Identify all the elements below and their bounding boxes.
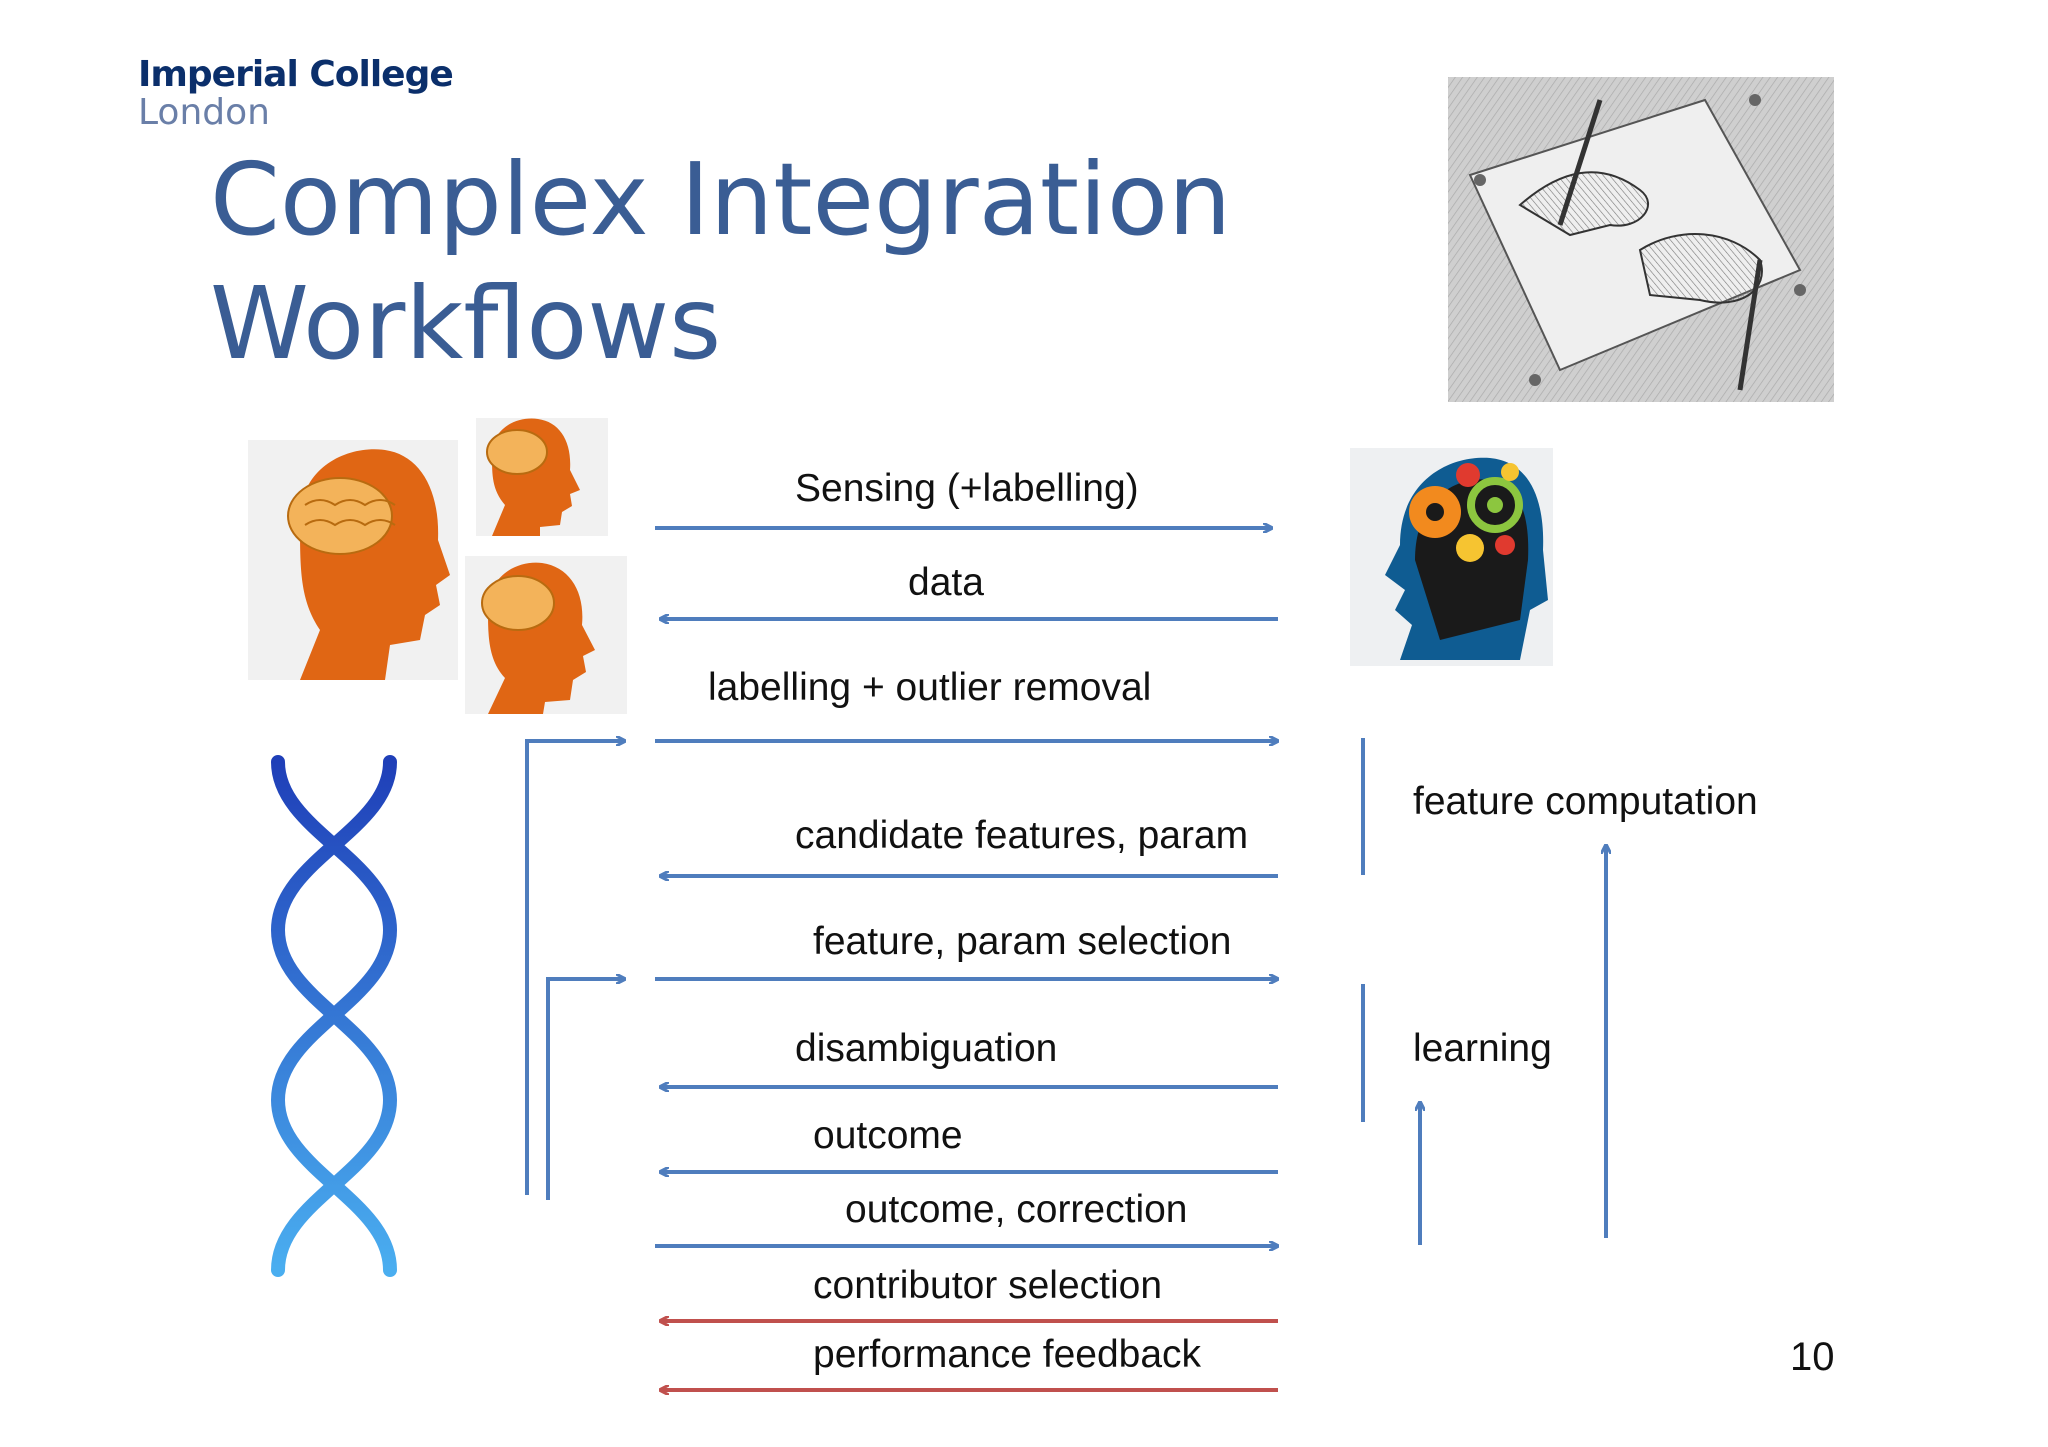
feedback-path-outer [525,741,625,1195]
human-head-brain-icon [465,556,627,714]
logo-line-1: Imperial College [138,54,454,95]
title-line-1: Complex Integration [210,141,1232,258]
label-disambiguation: disambiguation [795,1027,1058,1070]
label-learning: learning [1413,1027,1552,1070]
label-performance-feedback: performance feedback [813,1333,1202,1376]
imperial-logo: Imperial College London [138,54,454,133]
label-feature-computation: feature computation [1413,780,1758,823]
label-sensing: Sensing (+labelling) [795,467,1139,510]
page-number: 10 [1790,1335,1835,1379]
label-labelling-outlier: labelling + outlier removal [708,666,1152,709]
title-line-2: Workflows [210,265,722,382]
feedback-path-inner [546,979,625,1200]
label-outcome-correction: outcome, correction [845,1188,1188,1231]
label-feature-selection: feature, param selection [813,920,1232,963]
human-head-brain-icon [476,418,608,536]
label-outcome: outcome [813,1114,963,1157]
logo-line-2: London [138,92,270,133]
slide-title: Complex Integration Workflows [210,138,1231,386]
human-head-brain-icon [248,440,458,680]
label-candidate-features: candidate features, param [795,814,1249,857]
label-contributor-selection: contributor selection [813,1264,1163,1307]
label-data: data [908,561,984,604]
